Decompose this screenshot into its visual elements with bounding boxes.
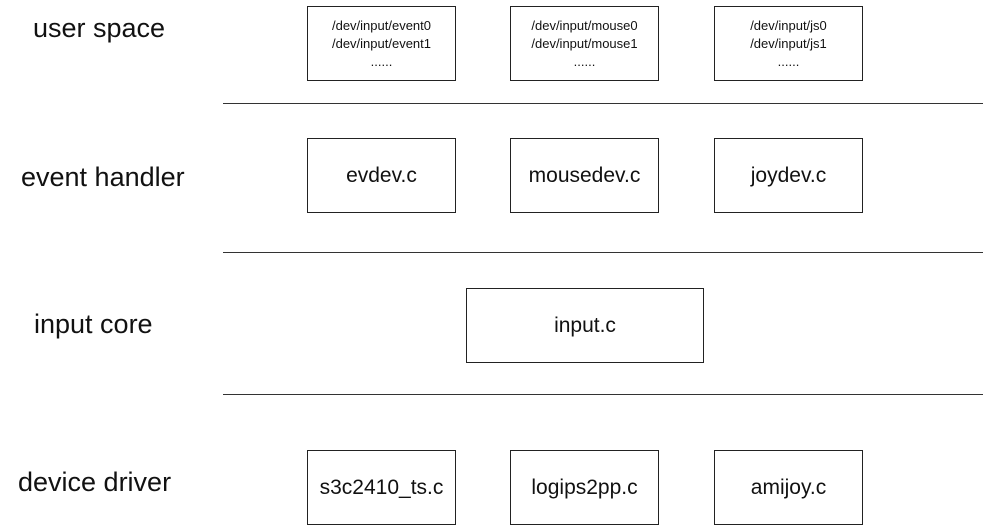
device-driver-label: logips2pp.c [531,475,638,499]
device-node-mouse0: /dev/input/mouse0 [531,17,638,33]
layer-label-event-handler: event handler [21,162,185,192]
device-node-ellipsis: ...... [573,53,596,69]
device-driver-box-logips2pp: logips2pp.c [510,450,659,525]
layer-label-input-core: input core [34,309,153,339]
input-core-label: input.c [554,313,616,337]
layer-divider-core-driver [223,394,983,395]
layer-divider-handler-core [223,252,983,253]
device-node-js1: /dev/input/js1 [750,35,827,51]
layer-divider-user-handler [223,103,983,104]
device-driver-label: s3c2410_ts.c [319,475,444,499]
event-handler-label: joydev.c [750,163,827,187]
device-driver-box-amijoy: amijoy.c [714,450,863,525]
device-node-mouse1: /dev/input/mouse1 [531,35,638,51]
device-driver-label: amijoy.c [750,475,827,499]
layer-label-user-space: user space [33,13,166,43]
user-space-box-mouse: /dev/input/mouse0 /dev/input/mouse1 ....… [510,6,659,81]
device-node-event0: /dev/input/event0 [331,17,432,33]
event-handler-box-joydev: joydev.c [714,138,863,213]
user-space-box-event: /dev/input/event0 /dev/input/event1 ....… [307,6,456,81]
device-node-ellipsis: ...... [370,53,393,69]
device-node-event1: /dev/input/event1 [331,35,432,51]
device-node-js0: /dev/input/js0 [750,17,827,33]
device-node-ellipsis: ...... [777,53,800,69]
input-core-box: input.c [466,288,704,363]
event-handler-box-evdev: evdev.c [307,138,456,213]
event-handler-box-mousedev: mousedev.c [510,138,659,213]
device-driver-box-s3c2410-ts: s3c2410_ts.c [307,450,456,525]
event-handler-label: mousedev.c [528,163,641,187]
event-handler-label: evdev.c [346,163,417,187]
layer-label-device-driver: device driver [18,467,172,497]
user-space-box-js: /dev/input/js0 /dev/input/js1 ...... [714,6,863,81]
